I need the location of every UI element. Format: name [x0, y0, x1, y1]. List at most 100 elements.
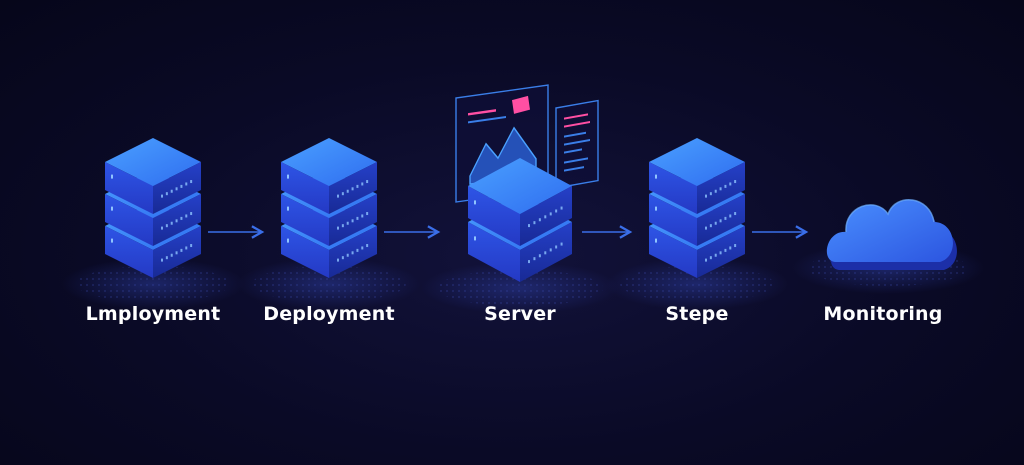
server-stack-icon-4-floor	[605, 258, 789, 310]
cloud-icon	[826, 199, 957, 270]
stage-labels: Lmployment Deployment Server Stepe Monit…	[86, 303, 943, 325]
server-vent-mark	[351, 251, 354, 255]
server-vent-mark	[724, 216, 727, 220]
server-front-face	[105, 226, 153, 278]
floor-dots	[436, 270, 604, 306]
server-vent-mark	[337, 226, 339, 230]
server-vent-mark	[724, 184, 727, 188]
server-vent-mark	[165, 256, 168, 260]
server-vent-mark	[361, 214, 364, 218]
server-vent-mark	[190, 212, 193, 216]
server-vent-mark	[337, 194, 339, 198]
log-panel-icon	[555, 99, 599, 189]
server-vent-mark	[361, 182, 364, 186]
server-vent-mark	[714, 221, 717, 225]
server-vent-mark	[709, 192, 712, 196]
server-with-dashboard-icon-floor	[421, 262, 619, 314]
server-front-face	[649, 194, 697, 246]
server-led	[111, 206, 113, 211]
server-vent-mark	[170, 189, 173, 193]
server-vent-mark	[190, 244, 193, 248]
server-vent-mark	[528, 260, 530, 264]
server-vent-mark	[729, 214, 732, 218]
server-stack-icon-2-floor	[237, 258, 421, 310]
server-vent-mark	[361, 246, 364, 250]
server-led	[287, 206, 289, 211]
server-front-face	[281, 162, 329, 214]
server-vent-mark	[719, 187, 722, 191]
server-vent-mark	[549, 212, 552, 216]
server-vent-mark	[175, 187, 178, 191]
server-vent-mark	[544, 251, 547, 255]
server-vent-mark	[175, 251, 178, 255]
server-vent-mark	[170, 221, 173, 225]
server-led	[655, 206, 657, 211]
server-vent-mark	[709, 256, 712, 260]
server-vent-mark	[190, 180, 193, 184]
server-led	[111, 238, 113, 243]
server-vent-mark	[734, 212, 737, 216]
server-vent-mark	[729, 182, 732, 186]
server-vent-mark	[533, 221, 536, 225]
server-vent-mark	[549, 248, 552, 252]
server-led	[287, 174, 289, 179]
server-led	[655, 174, 657, 179]
server-led	[474, 200, 476, 205]
server-vent-mark	[346, 221, 349, 225]
server-vent-mark	[161, 194, 163, 198]
server-stack-icon-2	[281, 138, 377, 278]
server-vent-mark	[544, 215, 547, 219]
server-vent-mark	[705, 258, 707, 262]
server-vent-mark	[356, 248, 359, 252]
server-front-face	[649, 162, 697, 214]
stage-label-2: Deployment	[263, 303, 395, 325]
server-vent-mark	[714, 189, 717, 193]
server-vent-mark	[560, 206, 563, 210]
server-vent-mark	[366, 244, 369, 248]
server-vent-mark	[734, 180, 737, 184]
server-vent-mark	[351, 219, 354, 223]
server-vent-mark	[341, 192, 344, 196]
server-front-face	[468, 186, 520, 246]
floor-dots	[620, 266, 774, 302]
server-vent-mark	[734, 244, 737, 248]
stage-label-4: Stepe	[665, 303, 728, 325]
server-vent-mark	[341, 224, 344, 228]
server-vent-mark	[555, 209, 558, 213]
server-led	[111, 174, 113, 179]
server-vent-mark	[185, 182, 188, 186]
server-vent-mark	[538, 218, 541, 222]
server-vent-mark	[180, 216, 183, 220]
server-front-face	[649, 226, 697, 278]
server-vent-mark	[185, 214, 188, 218]
stage-label-5: Monitoring	[823, 303, 942, 325]
server-vent-mark	[337, 258, 339, 262]
server-front-face	[281, 226, 329, 278]
server-vent-mark	[533, 257, 536, 261]
server-led	[474, 236, 476, 241]
server-front-face	[105, 194, 153, 246]
server-vent-mark	[709, 224, 712, 228]
server-stack-icon-1	[105, 138, 201, 278]
server-vent-mark	[161, 258, 163, 262]
server-vent-mark	[729, 246, 732, 250]
floor-dots	[76, 266, 230, 302]
server-stack-icon-4	[649, 138, 745, 278]
server-front-face	[281, 194, 329, 246]
floor-dots	[252, 266, 406, 302]
server-vent-mark	[528, 224, 530, 228]
server-vent-mark	[560, 242, 563, 246]
server-vent-mark	[538, 254, 541, 258]
server-vent-mark	[170, 253, 173, 257]
server-led	[287, 238, 289, 243]
server-vent-mark	[341, 256, 344, 260]
server-front-face	[105, 162, 153, 214]
server-vent-mark	[724, 248, 727, 252]
server-vent-mark	[366, 180, 369, 184]
server-vent-mark	[185, 246, 188, 250]
server-vent-mark	[719, 219, 722, 223]
stage-label-3: Server	[484, 303, 556, 325]
server-vent-mark	[165, 192, 168, 196]
server-vent-mark	[351, 187, 354, 191]
